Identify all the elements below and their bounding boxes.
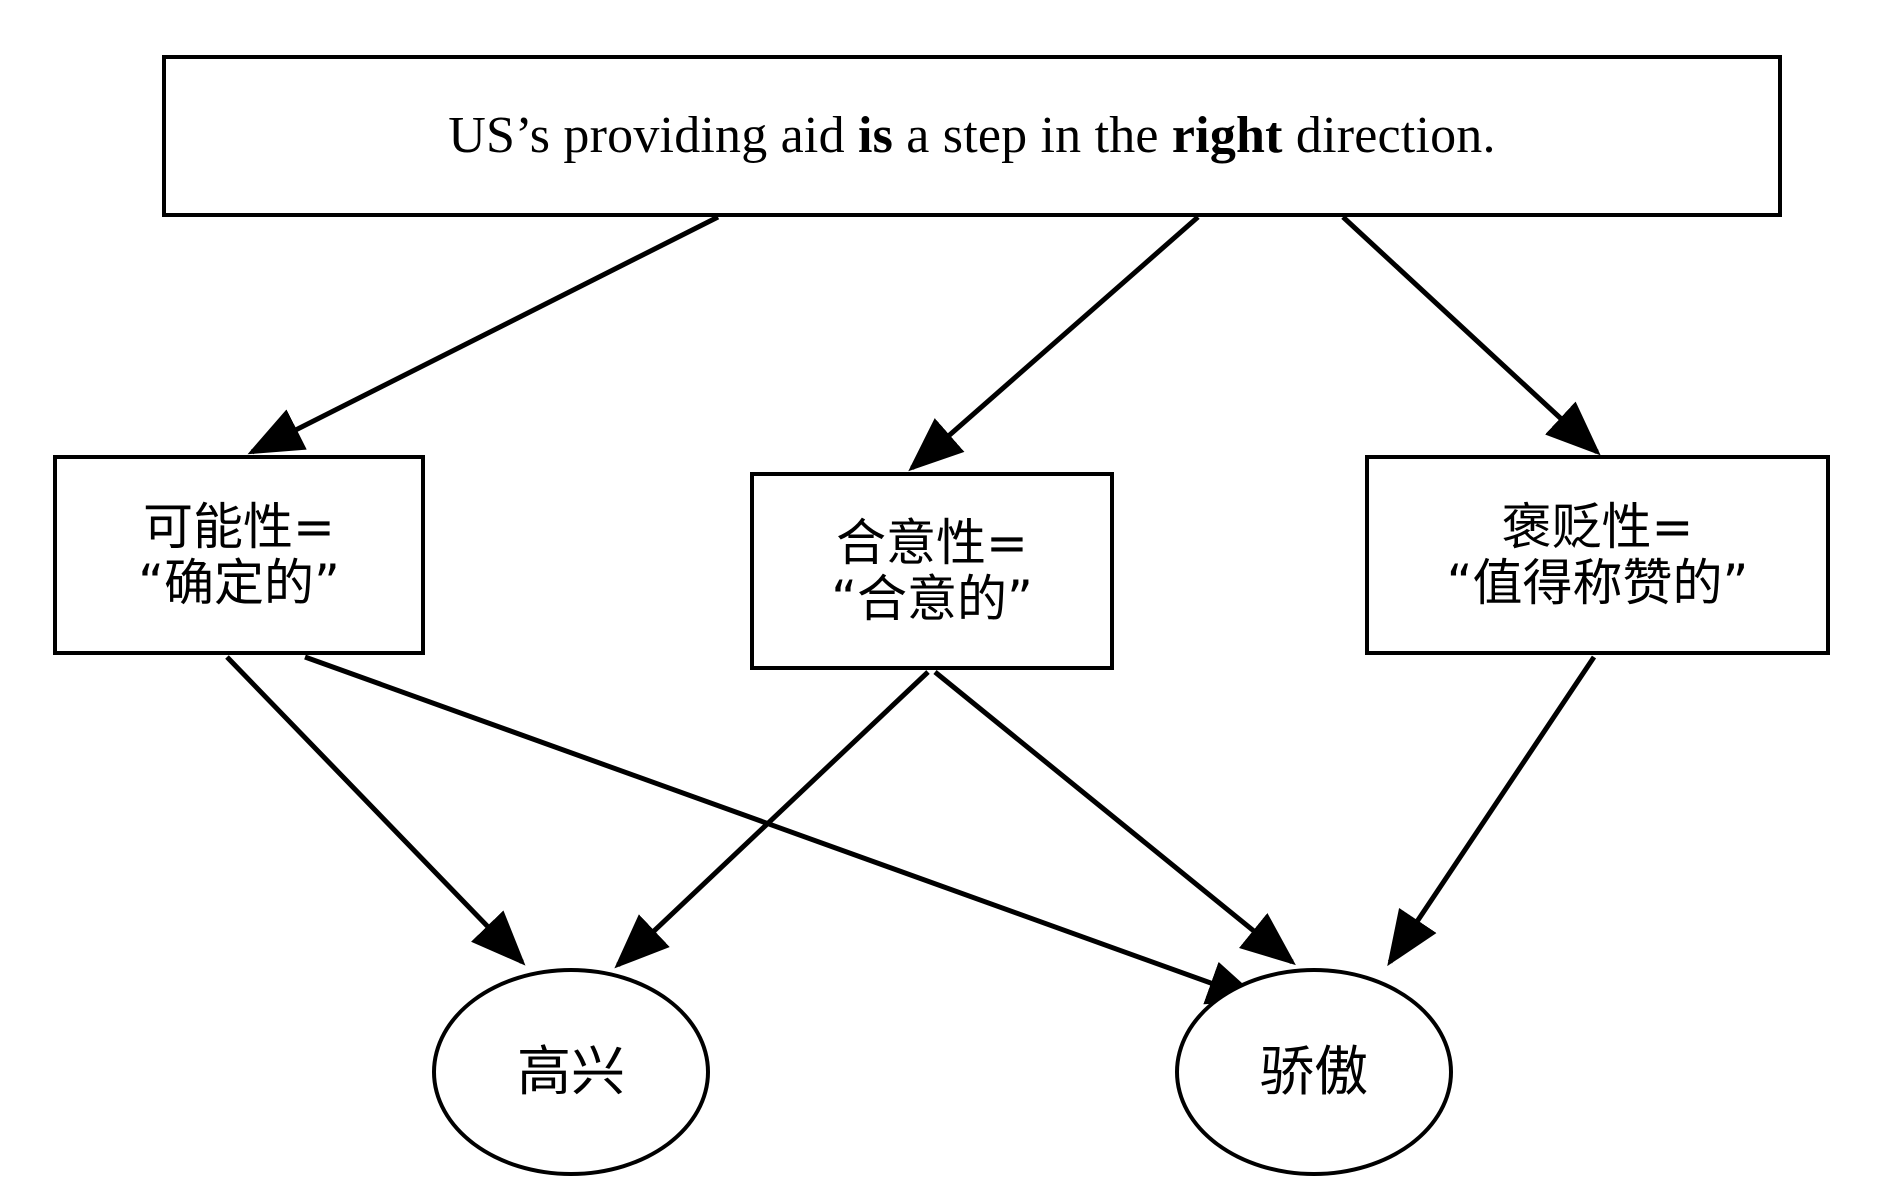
edge-likelihood-to-pride	[304, 654, 1263, 1005]
edge-desirability-to-joy	[614, 670, 930, 969]
sentence-text-part-3: direction.	[1282, 106, 1496, 164]
sentence-bold-right: right	[1171, 106, 1283, 164]
sentence-node[interactable]: US’s providing aid is a step in the righ…	[162, 55, 1782, 217]
emotion-node-joy[interactable]: 高兴	[432, 968, 710, 1176]
appraisal-node-desirability[interactable]: 合意性= “合意的”	[750, 472, 1114, 670]
sentence-bold-is: is	[857, 106, 894, 164]
appraisal-likelihood-line2: “确定的”	[138, 554, 340, 612]
edge-sentence-to-desirability	[908, 215, 1200, 472]
appraisal-desirability-line1: 合意性=	[836, 514, 1028, 572]
edge-sentence-to-praiseworthiness	[1341, 215, 1601, 456]
appraisal-praiseworthiness-line2: “值得称赞的”	[1446, 554, 1749, 612]
edge-desirability-to-pride	[933, 670, 1296, 966]
edge-likelihood-to-joy	[225, 655, 526, 966]
sentence-text: US’s providing aid is a step in the righ…	[448, 107, 1495, 165]
appraisal-node-praiseworthiness[interactable]: 褒贬性= “值得称赞的”	[1365, 455, 1830, 655]
edge-praiseworthiness-to-pride	[1387, 655, 1597, 967]
appraisal-likelihood-line1: 可能性=	[143, 498, 335, 556]
edge-sentence-to-likelihood	[247, 214, 720, 455]
appraisal-desirability-line2: “合意的”	[831, 570, 1033, 628]
appraisal-praiseworthiness-line1: 褒贬性=	[1501, 498, 1694, 556]
sentence-text-part-1: US’s providing aid	[448, 106, 858, 164]
sentence-text-part-2: a step in the	[893, 106, 1172, 164]
appraisal-node-likelihood[interactable]: 可能性= “确定的”	[53, 455, 425, 655]
emotion-node-pride[interactable]: 骄傲	[1175, 968, 1453, 1176]
emotion-joy-label: 高兴	[517, 1040, 625, 1104]
emotion-pride-label: 骄傲	[1260, 1040, 1368, 1104]
